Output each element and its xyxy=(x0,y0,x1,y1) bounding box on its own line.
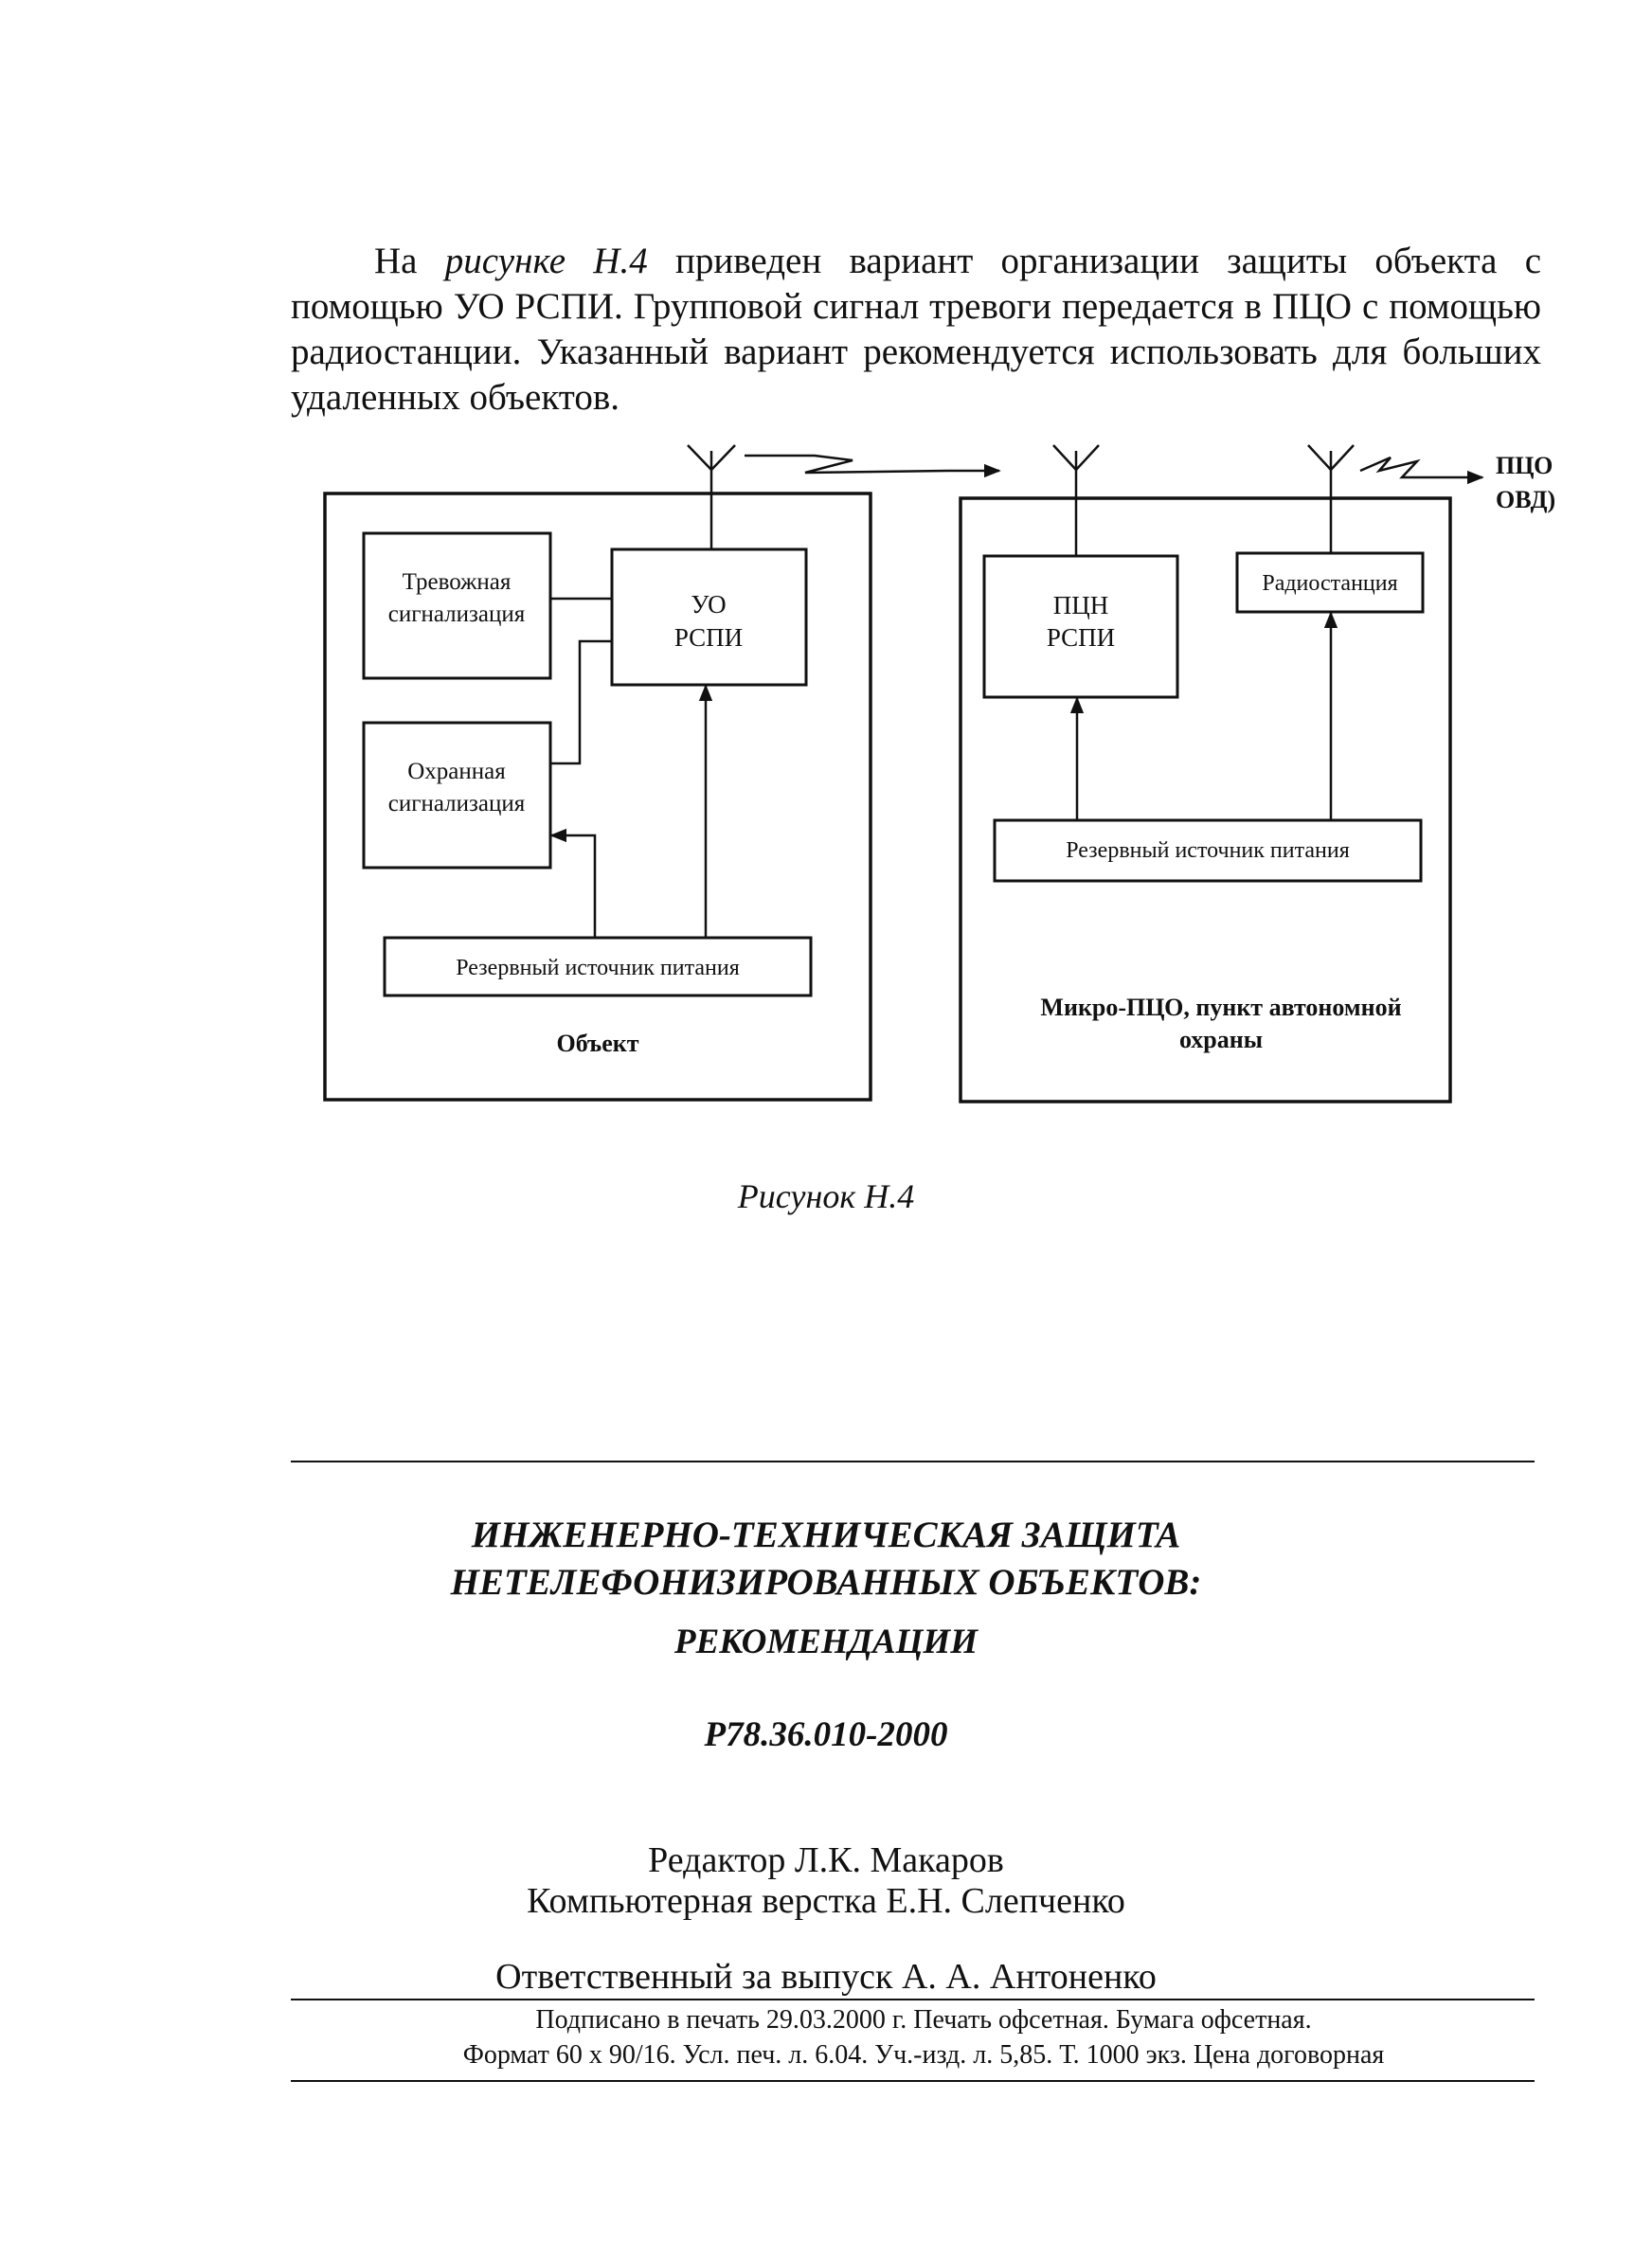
object-label: Объект xyxy=(556,1030,638,1057)
object-power-label: Резервный источник питания xyxy=(456,956,740,980)
security-box-line1: Охранная xyxy=(407,759,506,784)
divider-imprint-top xyxy=(291,1999,1535,2000)
publication-code: Р78.36.010-2000 xyxy=(704,1715,948,1754)
alarm-signaling-box xyxy=(362,531,552,680)
intro-start: На xyxy=(374,241,445,281)
security-signaling-box xyxy=(362,721,552,870)
intro-rest: приведен вариант организации защиты объе… xyxy=(291,241,1542,418)
micro-label-line1: Микро-ПЦО, пункт автономной xyxy=(1040,994,1401,1021)
publication-subtitle: РЕКОМЕНДАЦИИ xyxy=(673,1623,978,1661)
editor-credit: Редактор Л.К. Макаров xyxy=(648,1840,1004,1880)
alarm-box-line2: сигнализация xyxy=(388,601,526,627)
object-frame xyxy=(323,492,872,1102)
security-to-uo-connector xyxy=(550,639,612,765)
figure-reference: рисунке Н.4 xyxy=(444,241,648,281)
publication-title-line1: ИНЖЕНЕРНО-ТЕХНИЧЕСКАЯ ЗАЩИТА xyxy=(471,1515,1181,1555)
object-power-box xyxy=(383,936,813,997)
intro-paragraph: На рисунке Н.4 приведен вариант организа… xyxy=(291,239,1541,421)
micro-pco-frame xyxy=(959,496,1452,1103)
power-to-security-arrow xyxy=(549,828,597,938)
radio-link-icon xyxy=(745,454,1001,478)
pcn-antenna-icon xyxy=(1052,444,1100,556)
layout-credit: Компьютерная верстка Е.Н. Слепченко xyxy=(527,1881,1125,1921)
micro-power-label: Резервный источник питания xyxy=(1066,838,1350,863)
publication-title-line2: НЕТЕЛЕФОНИЗИРОВАННЫХ ОБЪЕКТОВ: xyxy=(450,1562,1202,1603)
micro-power-box xyxy=(993,818,1423,883)
security-diagram: Тревожная сигнализация УО РСПИ Охранная … xyxy=(323,444,1555,1103)
outgoing-radio-link-icon xyxy=(1359,456,1484,485)
pcn-box-line1: ПЦН xyxy=(1053,591,1109,619)
radio-antenna-icon xyxy=(1307,444,1355,553)
divider-top xyxy=(291,1461,1535,1462)
radio-station-label: Радиостанция xyxy=(1262,571,1397,596)
imprint-line1: Подписано в печать 29.03.2000 г. Печать … xyxy=(535,2005,1312,2035)
micro-label-line2: охраны xyxy=(1179,1026,1263,1053)
responsible-credit: Ответственный за выпуск А. А. Антоненко xyxy=(495,1957,1157,1997)
pcn-box-line2: РСПИ xyxy=(1047,623,1115,652)
destination-line2: ОВД) xyxy=(1496,486,1555,513)
alarm-box-line1: Тревожная xyxy=(403,569,512,595)
uo-box-line1: УО xyxy=(691,590,726,619)
uo-box-line2: РСПИ xyxy=(674,623,743,652)
security-box-line2: сигнализация xyxy=(388,791,526,816)
imprint-line2: Формат 60 х 90/16. Усл. печ. л. 6.04. Уч… xyxy=(462,2040,1385,2070)
object-antenna-icon xyxy=(687,444,736,549)
figure-caption: Рисунок Н.4 xyxy=(737,1177,915,1215)
destination-line1: ПЦО xyxy=(1496,452,1553,479)
divider-imprint-bottom xyxy=(291,2080,1535,2082)
